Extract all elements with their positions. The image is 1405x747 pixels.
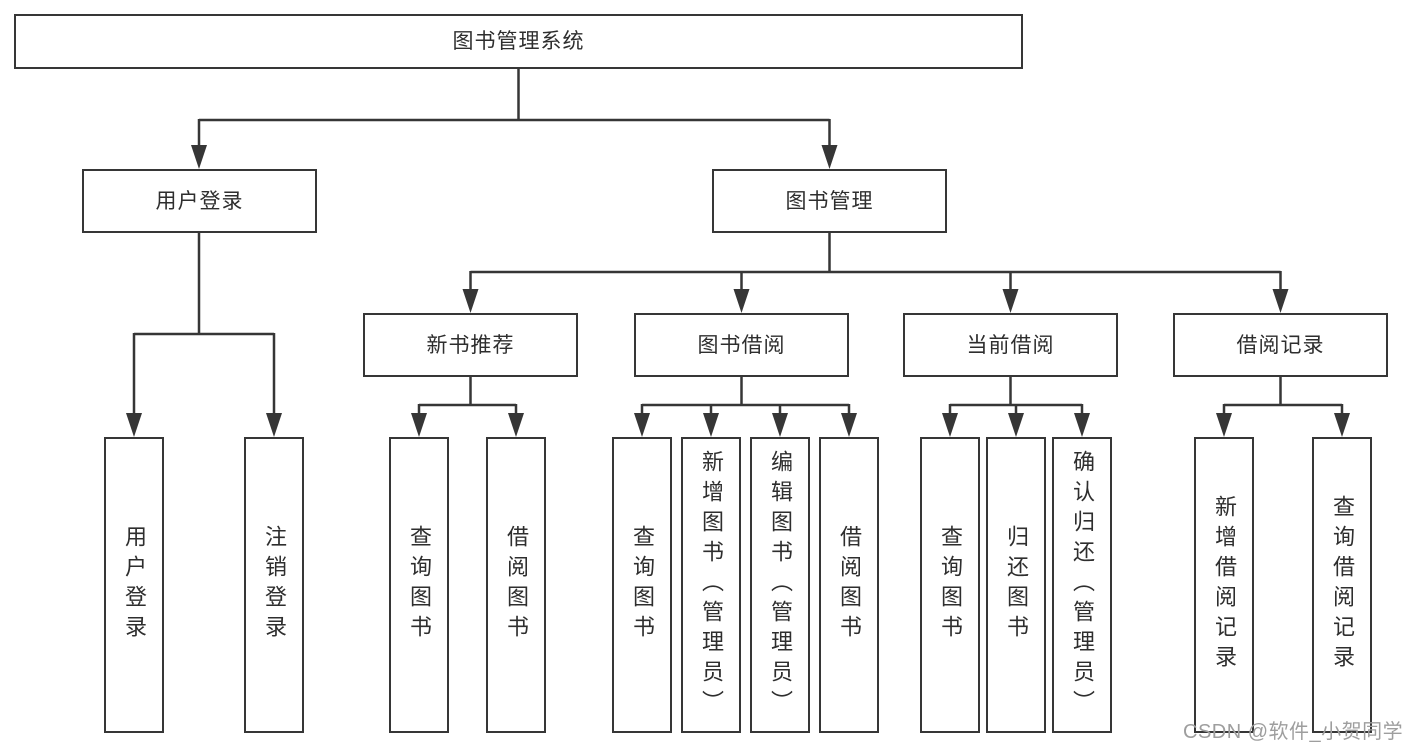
leaf-return-books: 归还图书 xyxy=(986,437,1046,733)
connector-records-children xyxy=(1222,377,1344,419)
arrowhead-icon xyxy=(841,413,857,437)
leaf-query-books-borrow: 查询图书 xyxy=(612,437,672,733)
connector-recommend-children xyxy=(417,377,518,419)
leaf-add-borrow-record: 新增借阅记录 xyxy=(1194,437,1254,733)
node-book-management: 图书管理 xyxy=(712,169,947,233)
watermark-text: CSDN @软件_小贺同学 xyxy=(1183,721,1404,743)
connector-root xyxy=(197,69,831,151)
leaf-logout: 注销登录 xyxy=(244,437,304,733)
node-borrowing-records: 借阅记录 xyxy=(1173,313,1388,377)
arrowhead-icon xyxy=(733,289,750,313)
arrowhead-icon xyxy=(266,413,282,437)
arrowhead-icon xyxy=(772,413,788,437)
node-library-management-system: 图书管理系统 xyxy=(14,14,1023,69)
arrowhead-icon xyxy=(126,413,142,437)
arrowhead-icon xyxy=(462,289,479,313)
arrowhead-icon xyxy=(1216,413,1232,437)
node-new-book-recommendation: 新书推荐 xyxy=(363,313,578,377)
leaf-edit-book-admin: 编辑图书（管理员） xyxy=(750,437,810,733)
arrowhead-icon xyxy=(703,413,719,437)
arrowhead-icon xyxy=(942,413,958,437)
leaf-query-borrow-record: 查询借阅记录 xyxy=(1312,437,1372,733)
arrowhead-icon xyxy=(1074,413,1090,437)
leaf-borrow-books: 借阅图书 xyxy=(819,437,879,733)
leaf-query-books-current: 查询图书 xyxy=(920,437,980,733)
node-book-borrowing: 图书借阅 xyxy=(634,313,849,377)
arrowhead-icon xyxy=(1002,289,1019,313)
leaf-confirm-return-admin: 确认归还（管理员） xyxy=(1052,437,1112,733)
arrowhead-icon xyxy=(821,145,838,169)
arrowhead-icon xyxy=(1272,289,1289,313)
leaf-add-book-admin: 新增图书（管理员） xyxy=(681,437,741,733)
arrowhead-icon xyxy=(634,413,650,437)
leaf-borrow-books-recommend: 借阅图书 xyxy=(486,437,546,733)
connector-user-login-children xyxy=(132,233,276,419)
arrowhead-icon xyxy=(1334,413,1350,437)
node-current-borrowing: 当前借阅 xyxy=(903,313,1118,377)
arrowhead-icon xyxy=(191,145,207,169)
leaf-query-books-recommend: 查询图书 xyxy=(389,437,449,733)
arrowhead-icon xyxy=(411,413,427,437)
node-user-login: 用户登录 xyxy=(82,169,317,233)
arrowheads xyxy=(126,145,1350,437)
arrowhead-icon xyxy=(508,413,524,437)
connector-book-management-children xyxy=(469,233,1282,295)
arrowhead-icon xyxy=(1008,413,1024,437)
connector-borrow-children xyxy=(640,377,851,419)
leaf-user-login: 用户登录 xyxy=(104,437,164,733)
connector-current-children xyxy=(948,377,1084,419)
